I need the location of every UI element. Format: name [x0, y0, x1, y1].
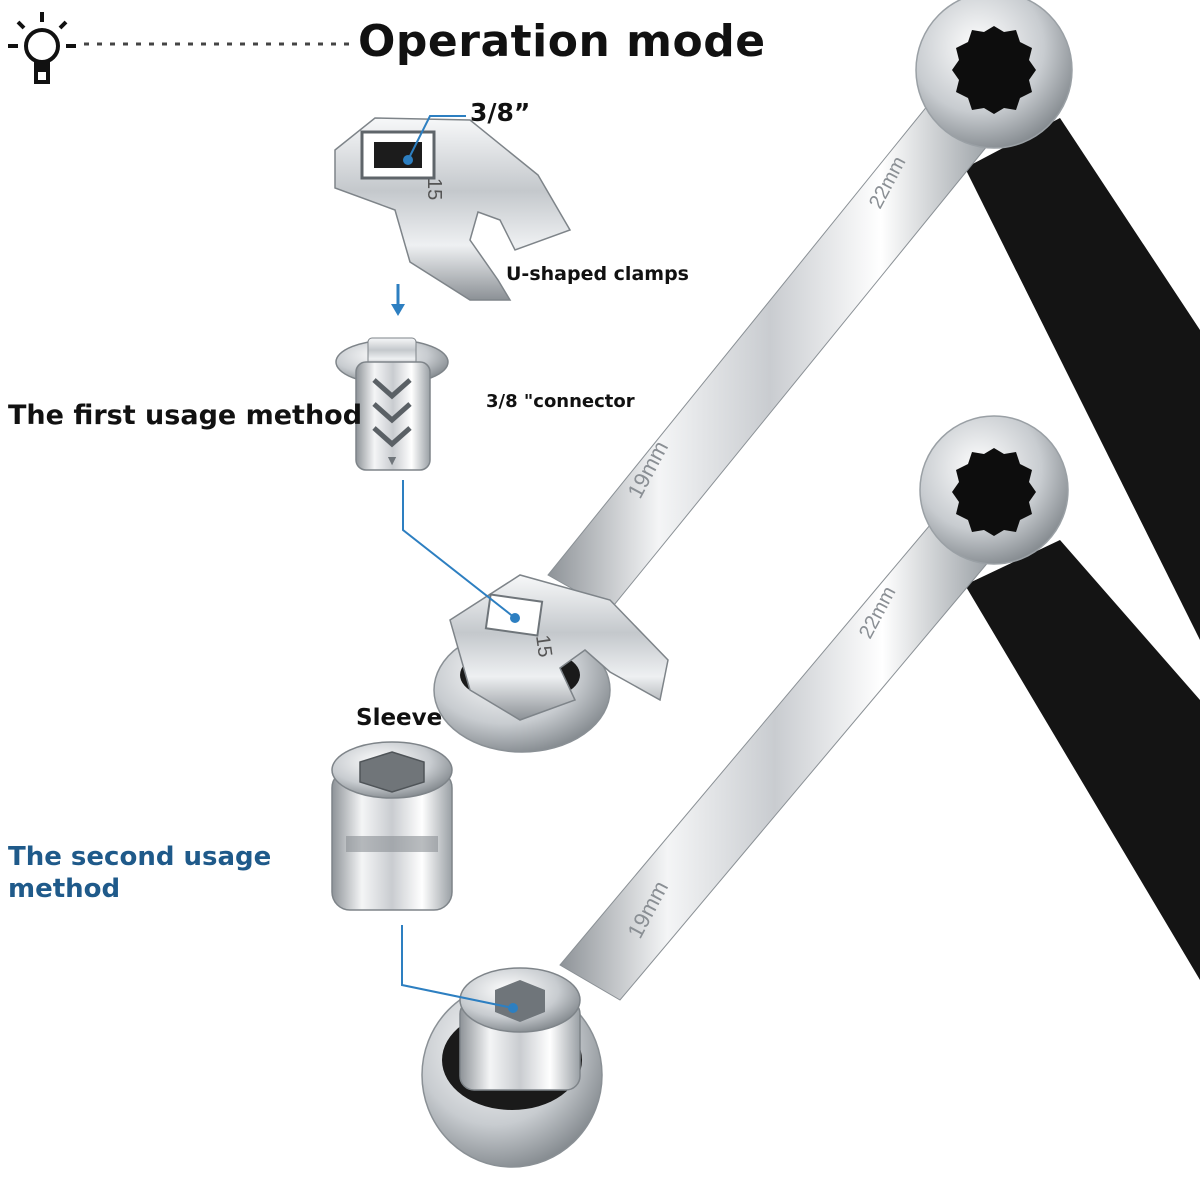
- drive-size-leader-line: [407, 115, 466, 161]
- lightbulb-icon: [8, 12, 76, 84]
- connector-leader-line: [402, 480, 516, 619]
- sleeve: [331, 741, 453, 911]
- clamp-size-marking: 15: [423, 178, 445, 200]
- upper-wrench-black-handle: [965, 118, 1200, 640]
- second-usage-method-label: The second usage method: [8, 842, 272, 904]
- sleeve-leader-line: [401, 925, 514, 1009]
- u-clamp: 15: [334, 115, 572, 301]
- svg-text:▼: ▼: [385, 452, 399, 468]
- first-usage-method-label: The first usage method: [8, 400, 363, 431]
- sleeve-label: Sleeve: [356, 705, 443, 731]
- arrow-down-icon: [391, 284, 405, 316]
- lower-wrench-black-handle: [965, 540, 1200, 980]
- page-title: Operation mode: [358, 16, 766, 67]
- u-shaped-clamps-label: U-shaped clamps: [506, 263, 689, 285]
- title-dotted-divider: [84, 42, 354, 46]
- mounted-sleeve: [459, 967, 581, 1091]
- upper-wrench-ratchet-head: [952, 26, 1036, 114]
- mounted-clamp-size-marking: 15: [531, 634, 556, 659]
- drive-size-label: 3/8”: [470, 98, 531, 127]
- connector: ▼: [335, 337, 449, 471]
- lower-wrench-ratchet-head: [952, 448, 1036, 536]
- connector-label: 3/8 "connector: [486, 391, 635, 412]
- mounted-u-clamp: 15: [449, 574, 669, 721]
